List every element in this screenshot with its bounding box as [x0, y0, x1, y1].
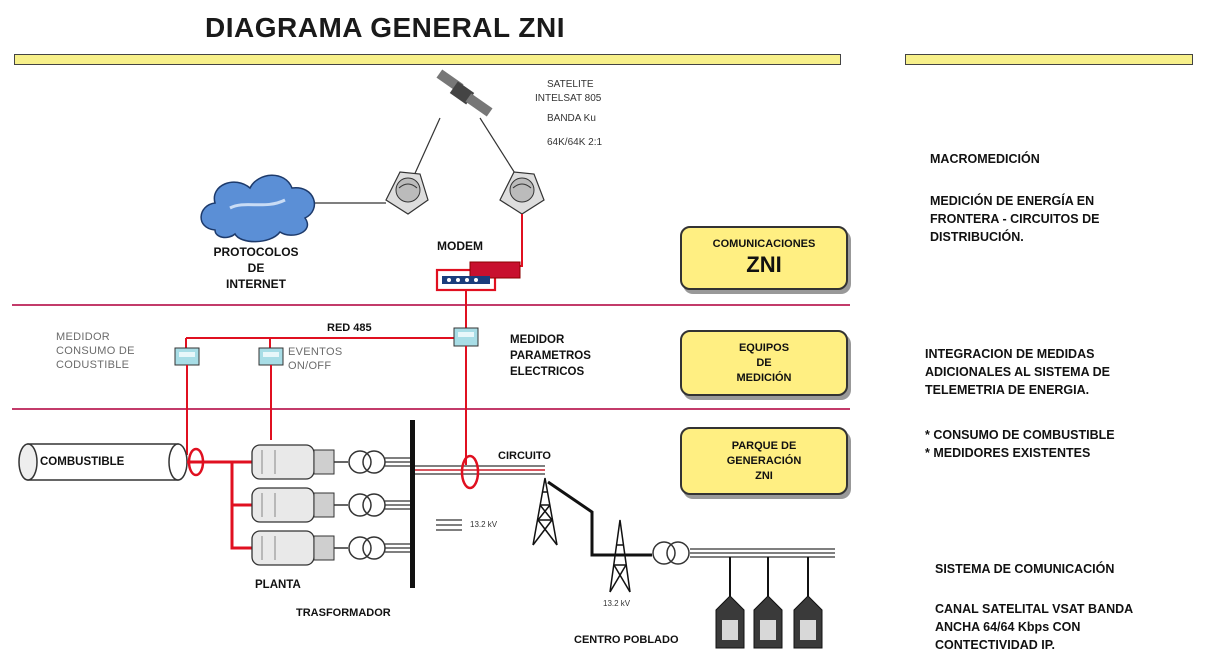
sistema-line3: CONTECTIVIDAD IP. — [935, 638, 1055, 652]
box-parque-line2: GENERACIÓN — [726, 454, 802, 467]
circuit-sensor-icon — [460, 454, 480, 490]
transformer-1-icon — [348, 450, 386, 474]
internet-label: PROTOCOLOS DE INTERNET — [196, 244, 316, 292]
header-bar-right — [905, 54, 1193, 65]
separator-medicion — [12, 408, 850, 410]
integracion-line2: ADICIONALES AL SISTEMA DE — [925, 365, 1110, 379]
medidor-parametros-line2: PARAMETROS — [510, 350, 591, 362]
integracion-line3: TELEMETRIA DE ENERGIA. — [925, 383, 1090, 397]
meter-consumo-icon — [174, 347, 200, 366]
modem-icon — [435, 261, 521, 292]
page-title: DIAGRAMA GENERAL ZNI — [205, 12, 565, 43]
satellite-line4: 64K/64K 2:1 — [547, 137, 603, 148]
satellite-line2: INTELSAT 805 — [535, 93, 602, 104]
box-equipos-line3: MEDICIÓN — [736, 371, 792, 384]
macro-line2: FRONTERA - CIRCUITOS DE — [930, 212, 1100, 226]
meter-eventos-icon — [258, 347, 284, 366]
bullet-list: * CONSUMO DE COMBUSTIBLE * MEDIDORES EXI… — [925, 426, 1115, 462]
box-parque: PARQUE DE GENERACIÓN ZNI — [680, 427, 848, 495]
box-equipos-line1: EQUIPOS — [738, 341, 790, 354]
modem-link — [510, 214, 523, 267]
integracion-text: INTEGRACION DE MEDIDAS ADICIONALES AL SI… — [925, 345, 1110, 399]
combustible-label: COMBUSTIBLE — [40, 456, 125, 468]
antenna-left-icon — [385, 171, 429, 215]
satellite-line3: BANDA Ku — [547, 113, 596, 124]
internet-cloud-icon — [200, 174, 316, 243]
satellite-line1: SATELITE — [547, 79, 594, 90]
sistema-line1: CANAL SATELITAL VSAT BANDA — [935, 602, 1134, 616]
medidor-consumo-line2: CONSUMO DE — [56, 345, 135, 357]
tower-2-icon — [609, 519, 631, 593]
fuel-sensor-icon — [187, 447, 205, 477]
integracion-line1: INTEGRACION DE MEDIDAS — [925, 347, 1095, 361]
satellite-link-left — [411, 117, 441, 181]
centro-poblado-label: CENTRO POBLADO — [574, 634, 679, 646]
kv2-label: 13.2 kV — [603, 599, 631, 608]
header-bar-left — [14, 54, 841, 65]
bullet-medidores: * MEDIDORES EXISTENTES — [925, 446, 1091, 460]
sistema-line2: ANCHA 64/64 Kbps CON — [935, 620, 1081, 634]
main-busbar — [410, 420, 415, 588]
distribution-transformer-icon — [652, 541, 690, 565]
house-3-icon — [793, 595, 823, 649]
circuito-label: CIRCUITO — [498, 450, 551, 462]
box-equipos: EQUIPOS DE MEDICIÓN — [680, 330, 848, 396]
antenna-right-icon — [499, 171, 545, 215]
eventos-label: EVENTOS ON/OFF — [288, 345, 342, 373]
box-parque-line1: PARQUE DE — [731, 439, 797, 452]
generator-3-icon — [251, 530, 335, 566]
meter-parametros-icon — [453, 327, 479, 347]
medidor-parametros-label: MEDIDOR PARAMETROS ELECTRICOS — [510, 332, 591, 380]
internet-line3: INTERNET — [226, 277, 286, 291]
macro-line1: MEDICIÓN DE ENERGÍA EN — [930, 194, 1095, 208]
box-comunicaciones-line2: ZNI — [746, 252, 782, 277]
combustible-tank-icon — [18, 443, 188, 481]
macromedicion-text: MEDICIÓN DE ENERGÍA EN FRONTERA - CIRCUI… — [930, 192, 1099, 246]
box-equipos-line2: DE — [756, 356, 772, 369]
satellite-link-right — [479, 117, 519, 179]
eventos-line2: ON/OFF — [288, 360, 332, 372]
sistema-text: CANAL SATELITAL VSAT BANDA ANCHA 64/64 K… — [935, 600, 1133, 654]
medidor-consumo-line3: CODUSTIBLE — [56, 359, 130, 371]
house-2-icon — [753, 595, 783, 649]
satellite-icon — [436, 69, 493, 117]
red485-label: RED 485 — [327, 322, 372, 334]
tower-1-icon — [532, 477, 558, 546]
satellite-label: SATELITE INTELSAT 805 BANDA Ku 64K/64K 2… — [535, 78, 602, 150]
generator-2-icon — [251, 487, 335, 523]
separator-comunicaciones — [12, 304, 850, 306]
sistema-title: SISTEMA DE COMUNICACIÓN — [935, 562, 1115, 576]
generator-1-icon — [251, 444, 335, 480]
internet-line1: PROTOCOLOS — [213, 245, 299, 259]
box-parque-line3: ZNI — [755, 469, 773, 482]
box-comunicaciones: COMUNICACIONES ZNI — [680, 226, 848, 290]
modem-label: MODEM — [437, 239, 483, 253]
medidor-parametros-line3: ELECTRICOS — [510, 366, 585, 378]
planta-label: PLANTA — [255, 579, 301, 591]
macro-line3: DISTRIBUCIÓN. — [930, 230, 1024, 244]
medidor-consumo-label: MEDIDOR CONSUMO DE CODUSTIBLE — [56, 330, 135, 372]
macromedicion-title: MACROMEDICIÓN — [930, 152, 1040, 166]
transformer-3-icon — [348, 536, 386, 560]
trasformador-label: TRASFORMADOR — [296, 607, 391, 619]
medidor-consumo-line1: MEDIDOR — [56, 331, 111, 343]
eventos-line1: EVENTOS — [288, 346, 343, 358]
internet-line2: DE — [247, 261, 265, 275]
medidor-parametros-line1: MEDIDOR — [510, 334, 565, 346]
kv1-label: 13.2 kV — [470, 520, 498, 529]
transformer-2-icon — [348, 493, 386, 517]
bullet-combustible: * CONSUMO DE COMBUSTIBLE — [925, 428, 1115, 442]
house-1-icon — [715, 595, 745, 649]
box-comunicaciones-line1: COMUNICACIONES — [712, 238, 816, 250]
